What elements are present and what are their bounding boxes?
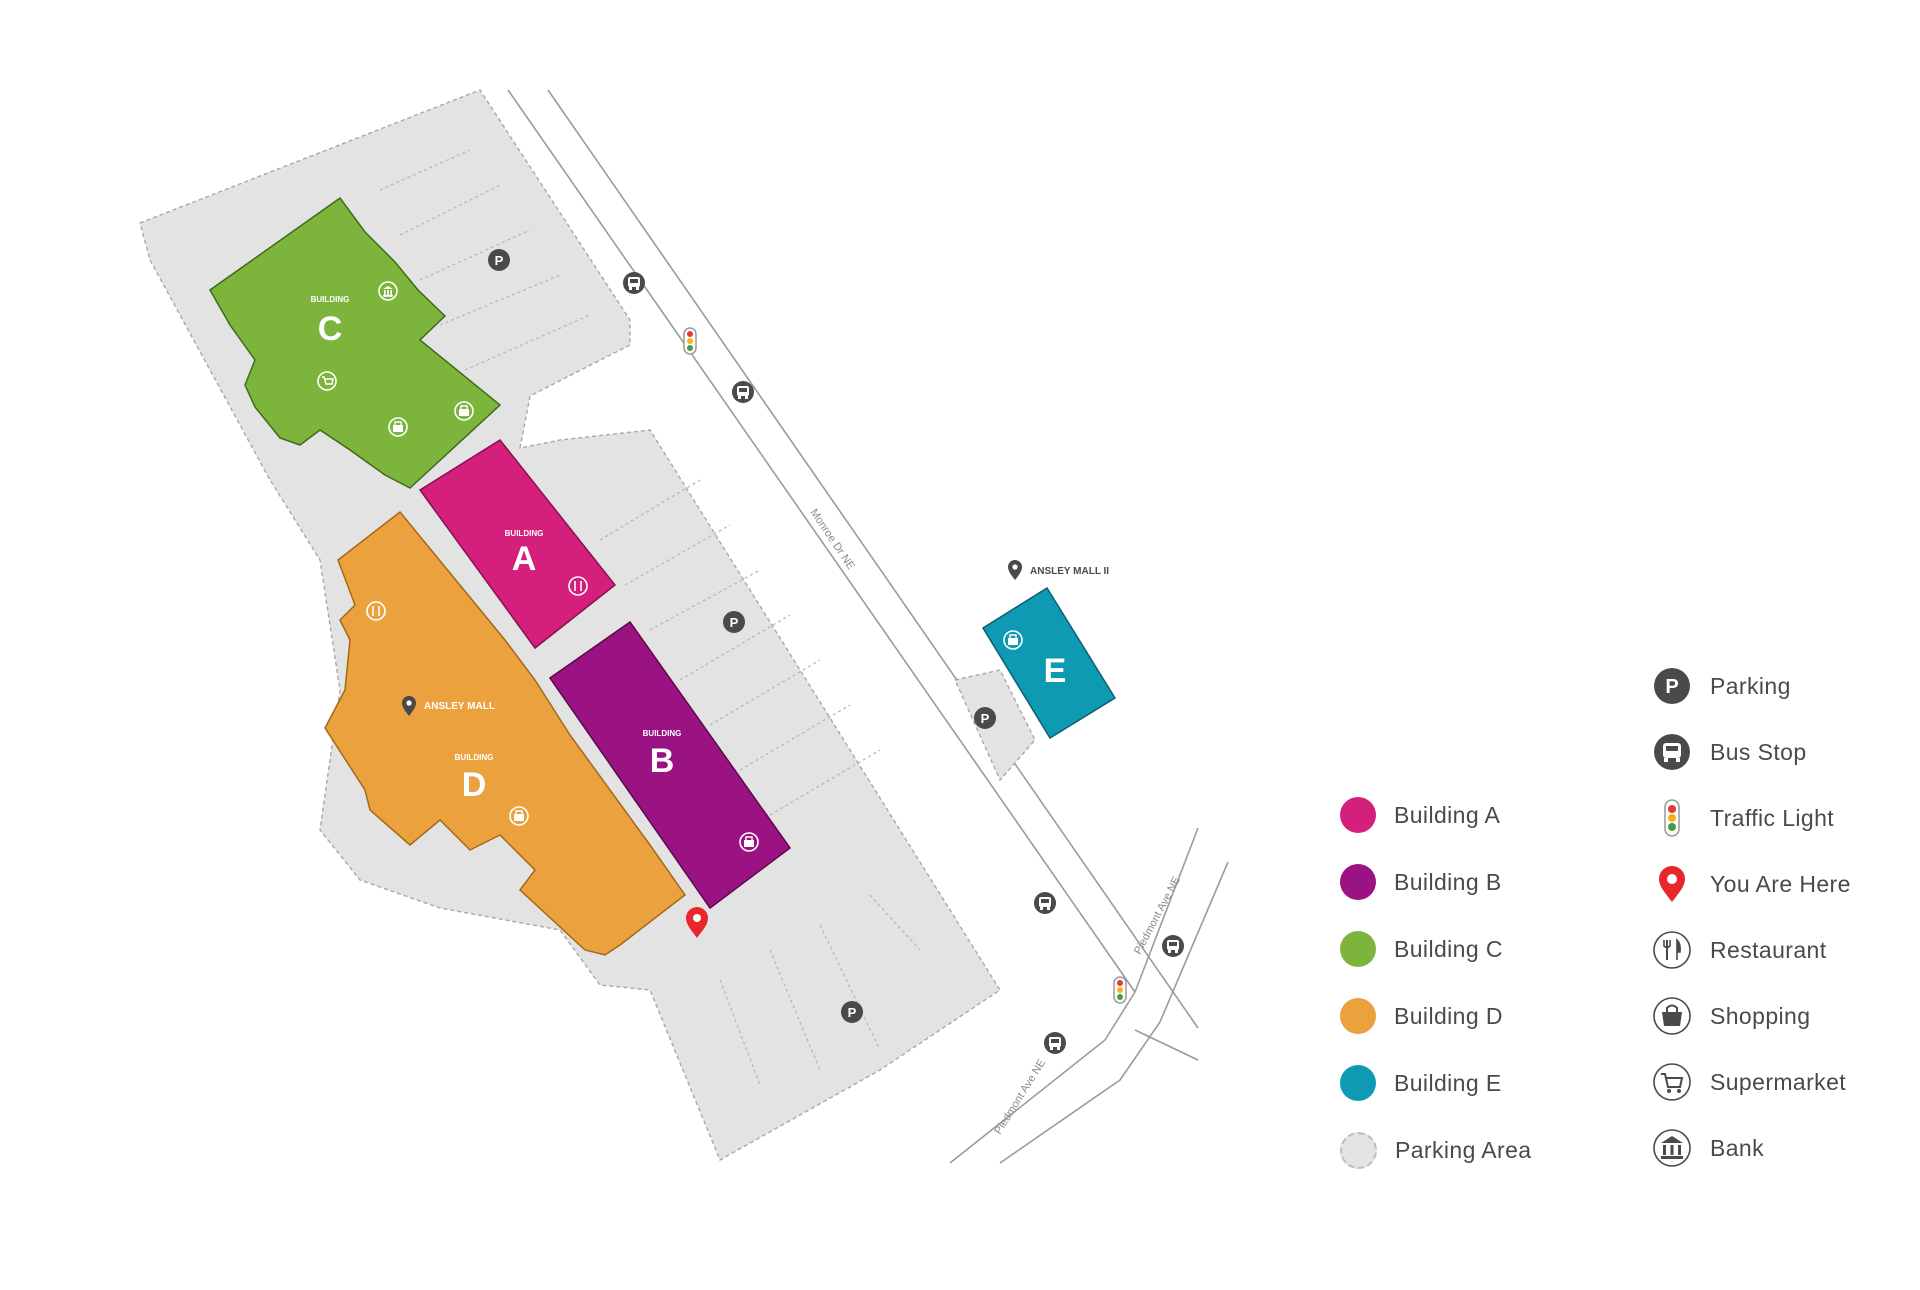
- parking-icon: [974, 707, 996, 729]
- swatch: [1340, 797, 1376, 833]
- restaurant-icon: [1653, 931, 1691, 969]
- piedmont-south-east-edge: [999, 1021, 1161, 1164]
- legend-label: Restaurant: [1710, 936, 1827, 963]
- legend-label: Building C: [1394, 935, 1503, 962]
- legend-label: Supermarket: [1710, 1068, 1847, 1095]
- you-are-here-icon: [1659, 866, 1685, 902]
- legend-building-d: Building D: [1340, 993, 1503, 1039]
- legend-parking-area: Parking Area: [1340, 1127, 1532, 1173]
- ansley-mall-ii-label: ANSLEY MALL II: [1030, 566, 1109, 577]
- building-e-letter: E: [1044, 652, 1067, 690]
- legend-shopping: Shopping: [1652, 993, 1810, 1039]
- building-a-letter: A: [512, 540, 537, 578]
- swatch: [1340, 1131, 1377, 1169]
- traffic-light-icon: [1113, 976, 1127, 1004]
- building-e[interactable]: E: [981, 586, 1117, 740]
- parking-icon: [841, 1001, 863, 1023]
- building-a[interactable]: BUILDING A: [418, 439, 617, 650]
- legend-label: Building B: [1394, 868, 1502, 895]
- legend-label: Building E: [1394, 1069, 1502, 1096]
- monroe-dr-east-edge: [547, 89, 1199, 1029]
- legend-building-c: Building C: [1340, 926, 1503, 972]
- legend-label: Shopping: [1710, 1002, 1811, 1029]
- bank-icon: [1653, 1129, 1691, 1167]
- building-b[interactable]: BUILDING B: [548, 620, 792, 910]
- piedmont-south-west-edge: [949, 991, 1136, 1164]
- legend-label: Building A: [1394, 801, 1501, 828]
- shopping-icon: [1653, 997, 1691, 1035]
- parking-icon: P: [1654, 668, 1690, 704]
- bus-stop-icon: [1034, 892, 1056, 914]
- legend-label: Parking Area: [1395, 1136, 1532, 1163]
- piedmont-north-east-edge: [1159, 861, 1229, 1023]
- building-c-caption: BUILDING: [311, 295, 350, 304]
- swatch: [1340, 931, 1376, 967]
- building-d-letter: D: [462, 766, 487, 804]
- building-c-letter: C: [318, 310, 343, 348]
- ansley-mall-ii-marker: ANSLEY MALL II: [1008, 560, 1109, 580]
- streets: [507, 89, 1229, 1164]
- building-b-caption: BUILDING: [643, 729, 682, 738]
- legend-label: Parking: [1710, 672, 1791, 699]
- building-d[interactable]: BUILDING D ANSLEY MALL: [324, 510, 687, 956]
- svg-text:P: P: [1665, 676, 1678, 698]
- legend-traffic-light: Traffic Light: [1652, 795, 1834, 841]
- bus-stop-icon: [1044, 1032, 1066, 1054]
- parking-area-east: [954, 669, 1036, 782]
- parking-lines: [379, 149, 921, 1086]
- legend-bus-stop: Bus Stop: [1652, 729, 1807, 775]
- traffic-light-icon: [683, 327, 697, 355]
- bus-stop-icon: [1654, 734, 1690, 770]
- monroe-dr-west-edge: [507, 89, 1136, 993]
- supermarket-icon: [1653, 1063, 1691, 1101]
- legend-parking: P Parking: [1652, 663, 1791, 709]
- parking-icon: [488, 249, 510, 271]
- building-b-letter: B: [650, 742, 675, 780]
- ansley-mall-label: ANSLEY MALL: [424, 701, 495, 712]
- legend-label: Traffic Light: [1710, 804, 1835, 831]
- you-are-here-marker: [686, 907, 708, 938]
- legend-building-b: Building B: [1340, 859, 1502, 905]
- building-a-caption: BUILDING: [505, 529, 544, 538]
- legend-label: Building D: [1394, 1002, 1503, 1029]
- traffic-light-icon: [1664, 799, 1680, 837]
- legend-label: Bus Stop: [1710, 738, 1807, 765]
- legend-label: Bank: [1710, 1134, 1765, 1161]
- piedmont-crossing: [1134, 1029, 1199, 1061]
- legend-label: You Are Here: [1710, 870, 1851, 897]
- bus-stop-icon: [1162, 935, 1184, 957]
- piedmont-south-street-label: Piedmont Ave NE: [992, 1057, 1048, 1136]
- location-pin-icon: [1008, 560, 1022, 580]
- legend-building-e: Building E: [1340, 1060, 1502, 1106]
- legend-bank: Bank: [1652, 1125, 1764, 1171]
- building-c[interactable]: BUILDING C: [209, 196, 502, 489]
- legend-building-a: Building A: [1340, 792, 1500, 838]
- parking-icon: [723, 611, 745, 633]
- bus-stop-icon: [732, 381, 754, 403]
- swatch: [1340, 864, 1376, 900]
- legend-restaurant: Restaurant: [1652, 927, 1827, 973]
- legend-you-are-here: You Are Here: [1652, 861, 1851, 907]
- bus-stop-icon: [623, 272, 645, 294]
- monroe-street-label: Monroe Dr NE: [808, 507, 857, 572]
- legend-supermarket: Supermarket: [1652, 1059, 1846, 1105]
- swatch: [1340, 1065, 1376, 1101]
- swatch: [1340, 998, 1376, 1034]
- building-d-caption: BUILDING: [455, 753, 494, 762]
- piedmont-north-west-edge: [1134, 827, 1199, 993]
